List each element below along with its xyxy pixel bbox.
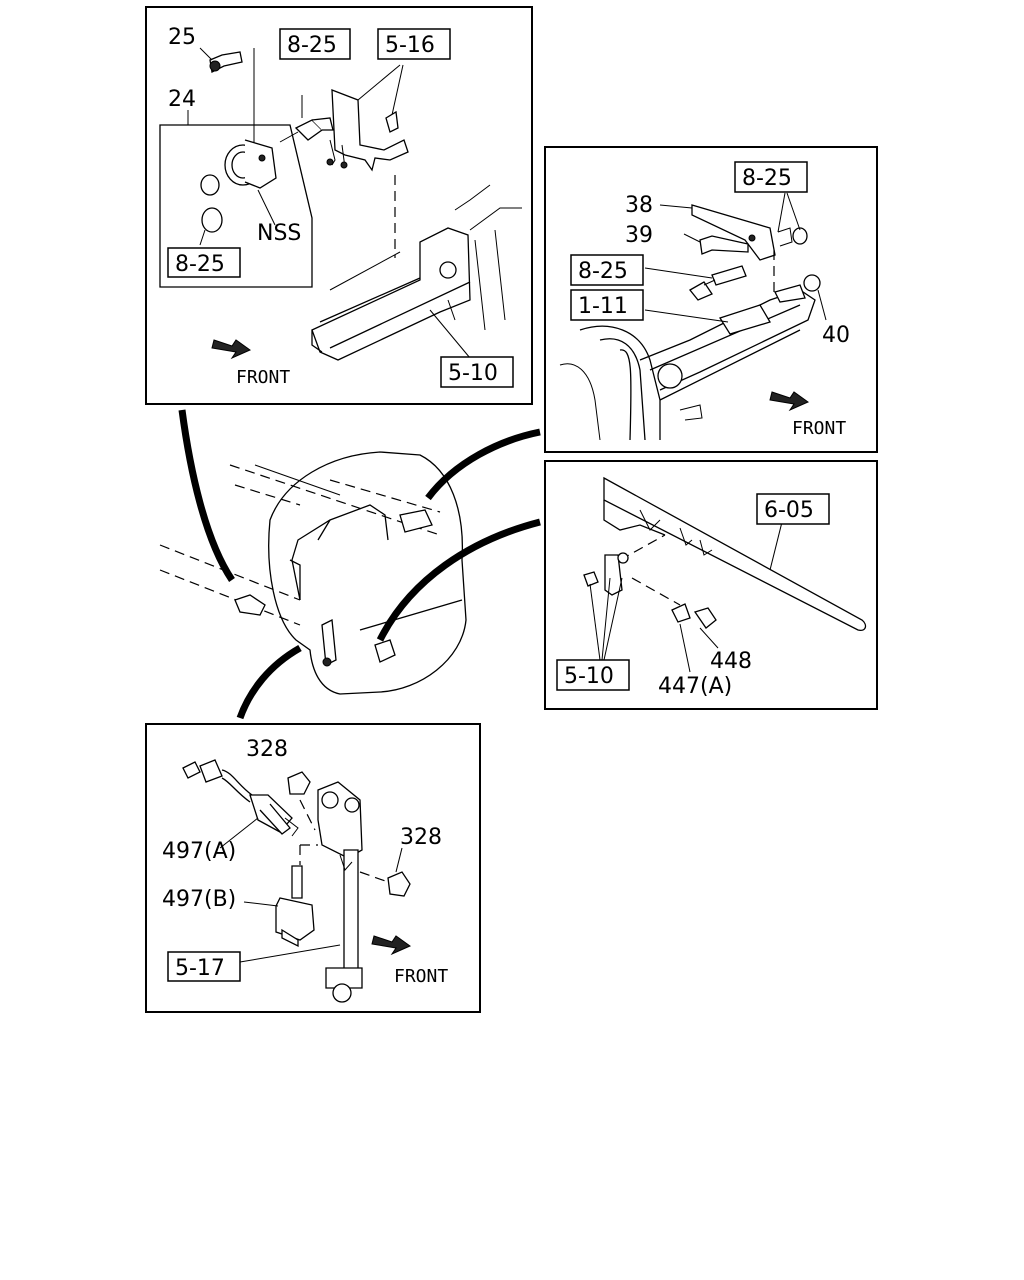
label-25: 25 xyxy=(168,25,196,50)
front-arrow-icon xyxy=(211,339,252,360)
ref-8-25-d: 8-25 xyxy=(578,259,628,284)
ref-6-05: 6-05 xyxy=(764,498,814,523)
ref-8-25-a: 8-25 xyxy=(287,33,337,58)
ref-8-25-c: 8-25 xyxy=(742,166,792,191)
label-448: 448 xyxy=(710,649,752,674)
label-447a: 447(A) xyxy=(658,674,732,699)
label-328-a: 328 xyxy=(246,737,288,762)
front-arrow-icon xyxy=(769,391,810,412)
front-label: FRONT xyxy=(792,418,846,439)
label-497a: 497(A) xyxy=(162,839,236,864)
panel-top-left xyxy=(145,6,533,405)
label-497b: 497(B) xyxy=(162,887,236,912)
ref-5-10: 5-10 xyxy=(448,361,498,386)
label-24: 24 xyxy=(168,87,196,112)
ref-5-10-b: 5-10 xyxy=(564,664,614,689)
label-40: 40 xyxy=(822,323,850,348)
label-39: 39 xyxy=(625,223,653,248)
ref-8-25-b: 8-25 xyxy=(175,252,225,277)
front-label: FRONT xyxy=(236,367,290,388)
label-38: 38 xyxy=(625,193,653,218)
label-nss: NSS xyxy=(257,221,301,246)
front-label: FRONT xyxy=(394,966,448,987)
ref-1-11: 1-11 xyxy=(578,294,628,319)
vehicle-overview xyxy=(159,409,541,720)
front-arrow-icon xyxy=(371,935,412,956)
ref-5-17: 5-17 xyxy=(175,956,225,981)
ref-5-16: 5-16 xyxy=(385,33,435,58)
label-328-b: 328 xyxy=(400,825,442,850)
